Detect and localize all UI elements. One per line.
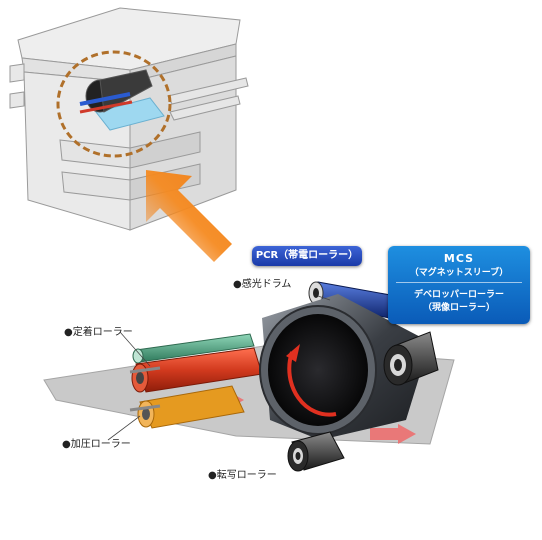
transfer-roller [287,431,345,472]
photoconductor-drum [259,294,430,440]
mcs-callout: MCS （マグネットスリーブ） デベロッパーローラー （現像ローラー） [388,246,530,324]
drum-label: ●感光ドラム [233,279,292,290]
pressure-roller-label: ●加圧ローラー [62,439,131,450]
mcs-subtitle: （マグネットスリーブ） [409,268,509,278]
pcr-callout-text: PCR（帯電ローラー） [255,250,359,261]
leader-drum [317,295,331,301]
zoom-circle [56,50,172,158]
mcs-title: MCS [443,252,475,265]
leader-pressure [107,415,141,441]
developer-title: デベロッパーローラー [413,290,504,300]
printer-illustration [9,7,249,231]
fuser-roller-label: ●定着ローラー [64,327,133,338]
pcr-callout: PCR（帯電ローラー） [252,246,362,266]
pressure-roller [137,385,245,429]
green-roller [132,333,255,364]
leader-fuser [119,331,151,367]
transfer-roller-label: ●転写ローラー [208,470,277,481]
zoom-arrow-icon [146,170,232,262]
mcs-roller [383,331,439,386]
developer-subtitle: （現像ローラー） [422,303,495,313]
